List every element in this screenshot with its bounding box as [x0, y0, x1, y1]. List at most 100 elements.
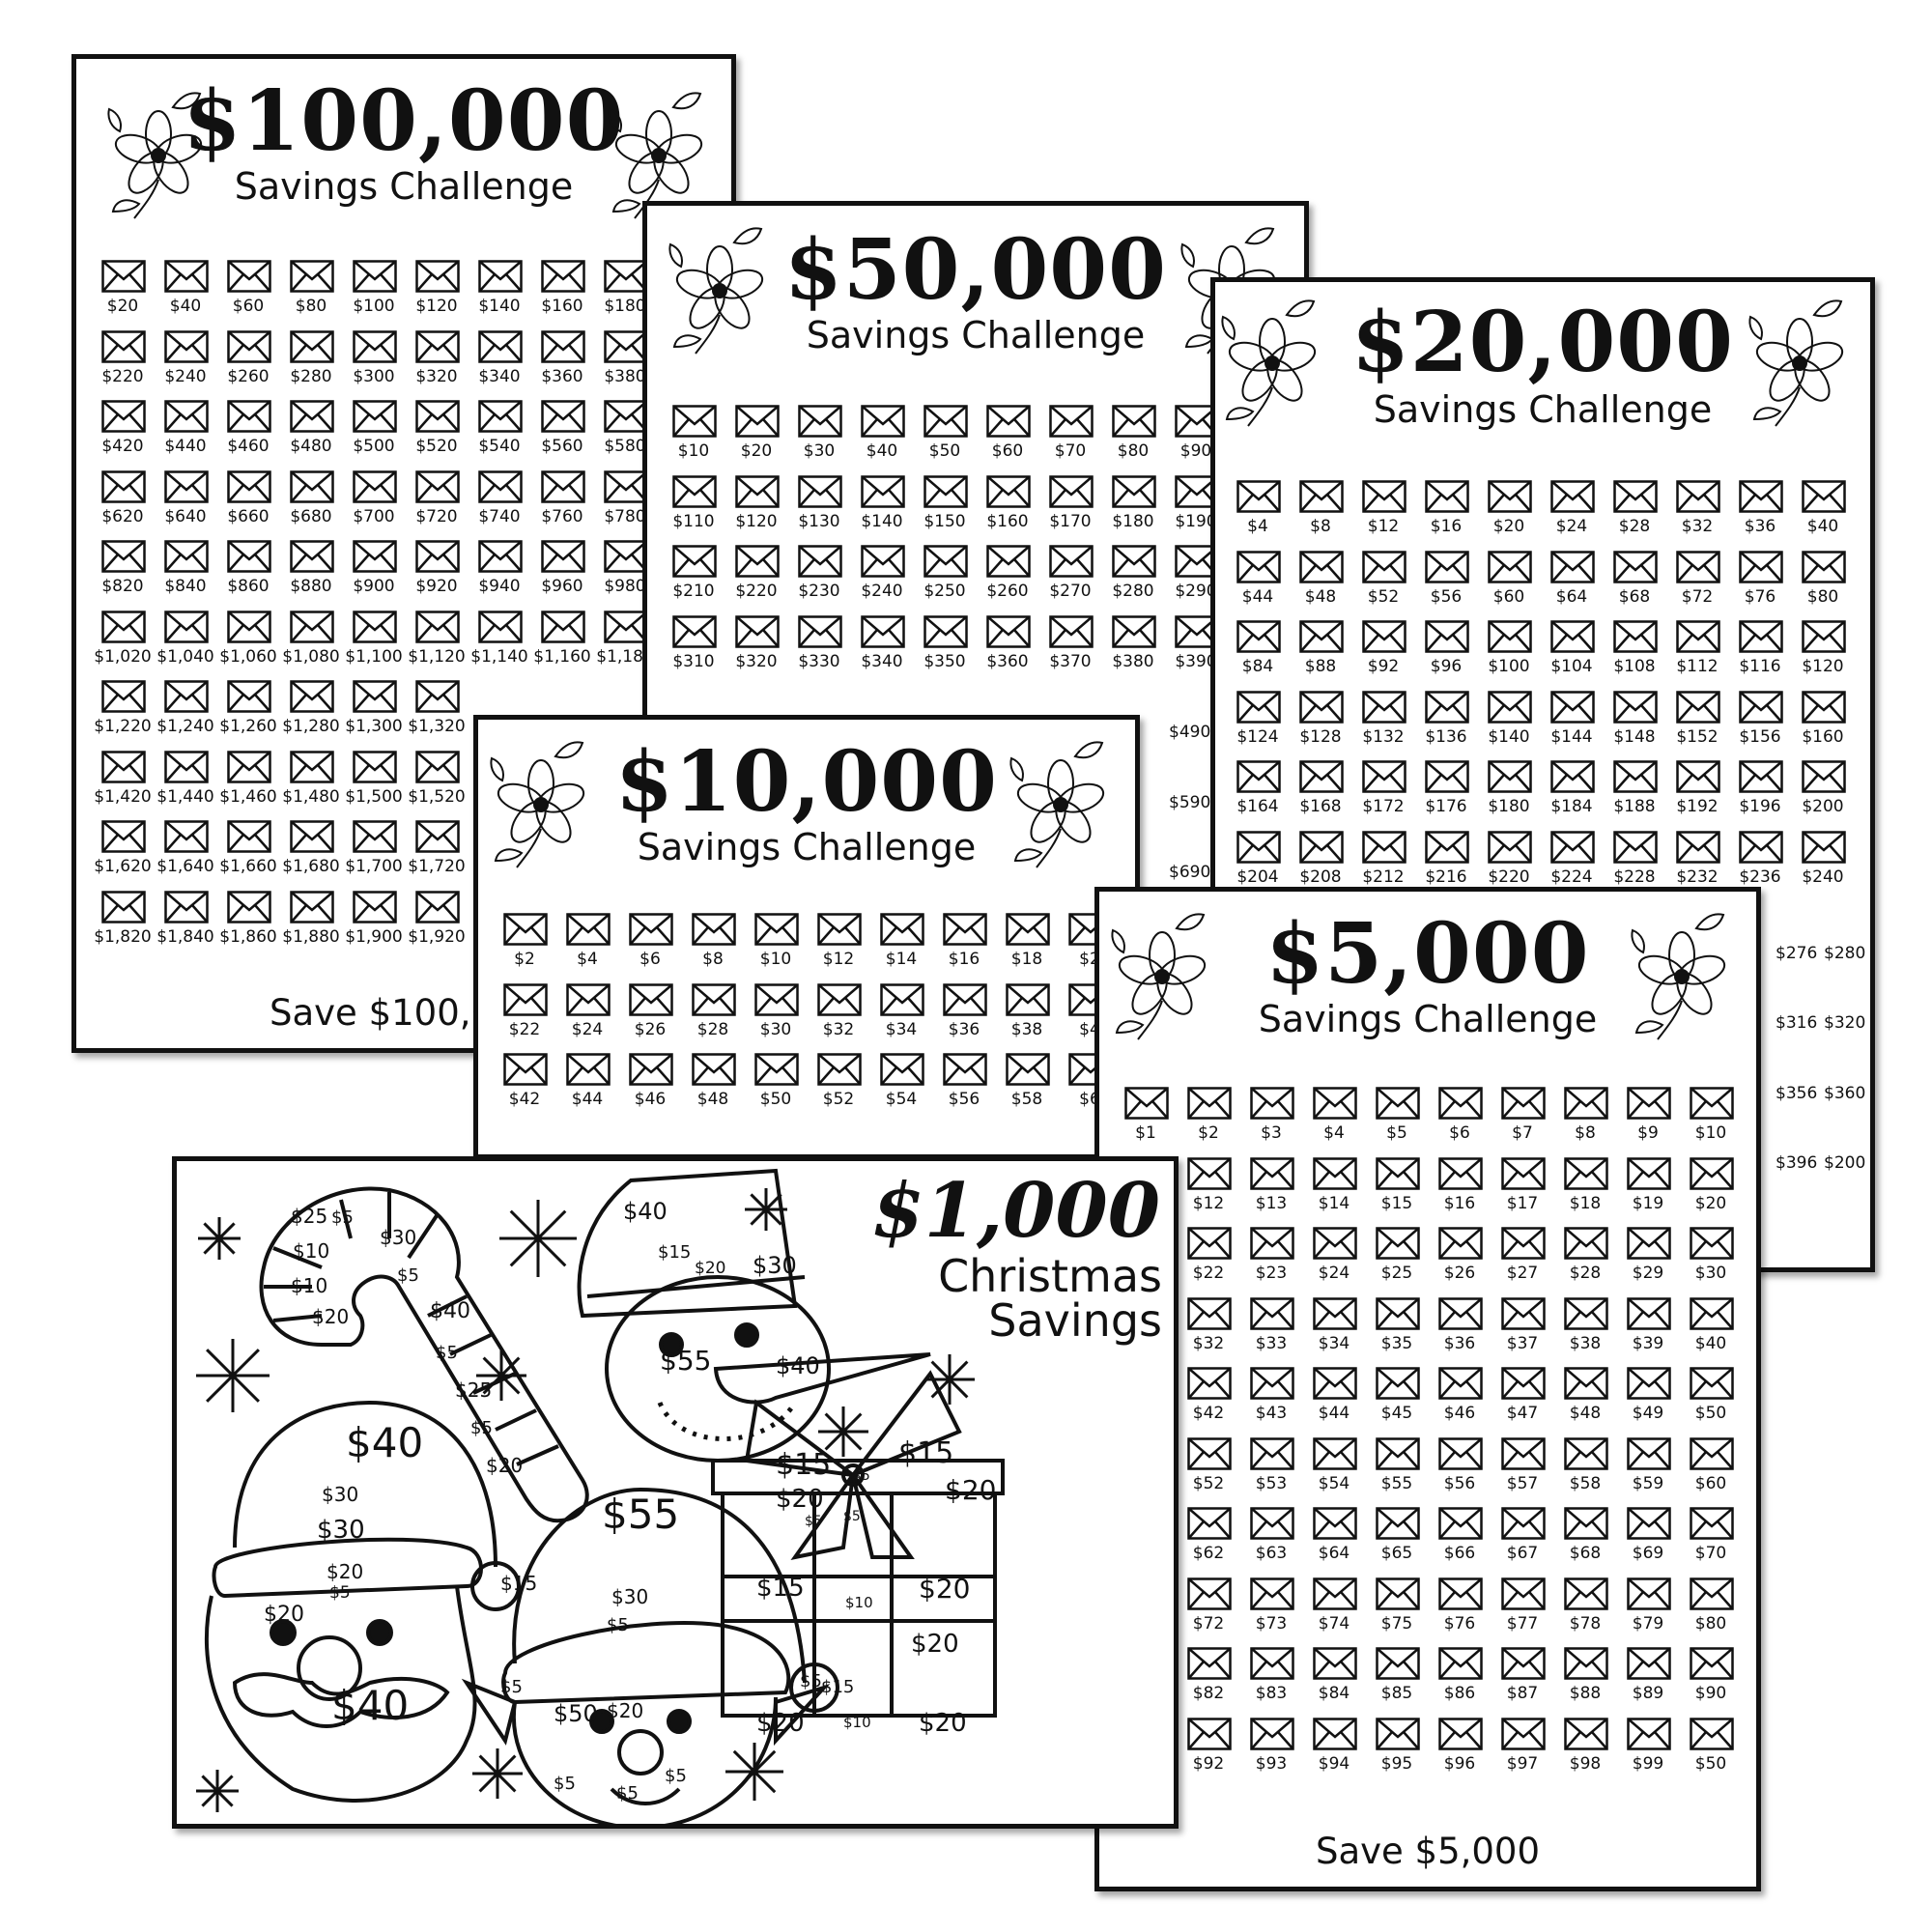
envelope-cell[interactable]: $360 — [533, 329, 591, 392]
envelope-cell[interactable]: $19 — [1619, 1156, 1677, 1219]
envelope-cell[interactable]: $100 — [345, 260, 403, 322]
envelope-cell[interactable]: $72 — [1179, 1577, 1237, 1639]
envelope-cell[interactable]: $48 — [1556, 1367, 1614, 1429]
envelope-cell[interactable]: $92 — [1354, 620, 1412, 682]
envelope-cell[interactable]: $78 — [1556, 1577, 1614, 1639]
envelope-cell[interactable]: $370 — [1041, 614, 1099, 677]
envelope-cell[interactable]: $89 — [1619, 1647, 1677, 1709]
envelope-cell[interactable]: $76 — [1731, 550, 1789, 612]
envelope-cell[interactable]: $35 — [1368, 1296, 1426, 1359]
envelope-cell[interactable]: $1,160 — [533, 610, 591, 672]
envelope-cell[interactable]: $8 — [684, 913, 742, 975]
envelope-cell[interactable]: $94 — [1305, 1717, 1363, 1779]
envelope-cell[interactable]: $98 — [1556, 1717, 1614, 1779]
envelope-cell[interactable]: $1,040 — [156, 610, 214, 672]
envelope-cell[interactable]: $900 — [345, 540, 403, 602]
envelope-cell[interactable]: $110 — [665, 474, 723, 537]
envelope-cell[interactable]: $188 — [1605, 760, 1663, 822]
envelope-cell[interactable]: $48 — [684, 1053, 742, 1115]
envelope-cell[interactable]: $6 — [1431, 1087, 1489, 1149]
envelope-cell[interactable]: $720 — [408, 469, 466, 532]
envelope-cell[interactable]: $320 — [408, 329, 466, 392]
envelope-cell[interactable]: $23 — [1242, 1227, 1300, 1289]
envelope-cell[interactable]: $228 — [1605, 830, 1663, 893]
envelope-cell[interactable]: $460 — [219, 400, 277, 462]
envelope-cell[interactable]: $84 — [1229, 620, 1287, 682]
envelope-cell[interactable]: $220 — [94, 329, 152, 392]
envelope-cell[interactable]: $68 — [1605, 550, 1663, 612]
envelope-cell[interactable]: $12 — [1179, 1156, 1237, 1219]
envelope-cell[interactable]: $220 — [1480, 830, 1538, 893]
envelope-cell[interactable]: $1,720 — [408, 820, 466, 882]
envelope-cell[interactable]: $60 — [219, 260, 277, 322]
envelope-cell[interactable]: $740 — [470, 469, 528, 532]
envelope-cell[interactable]: $700 — [345, 469, 403, 532]
envelope-cell[interactable]: $24 — [558, 982, 616, 1045]
envelope-cell[interactable]: $192 — [1668, 760, 1726, 822]
envelope-cell[interactable]: $640 — [156, 469, 214, 532]
envelope-cell[interactable]: $360 — [979, 614, 1037, 677]
envelope-cell[interactable]: $64 — [1305, 1507, 1363, 1569]
envelope-cell[interactable]: $80 — [282, 260, 340, 322]
envelope-cell[interactable]: $38 — [998, 982, 1056, 1045]
envelope-cell[interactable]: $168 — [1292, 760, 1350, 822]
envelope-cell[interactable]: $62 — [1179, 1507, 1237, 1569]
envelope-cell[interactable]: $680 — [282, 469, 340, 532]
envelope-cell[interactable]: $15 — [1368, 1156, 1426, 1219]
envelope-cell[interactable]: $136 — [1417, 690, 1475, 753]
envelope-cell[interactable]: $29 — [1619, 1227, 1677, 1289]
envelope-cell[interactable]: $66 — [1431, 1507, 1489, 1569]
envelope-cell[interactable]: $27 — [1493, 1227, 1551, 1289]
envelope-cell[interactable]: $55 — [1368, 1436, 1426, 1499]
envelope-cell[interactable]: $1,820 — [94, 890, 152, 952]
envelope-cell[interactable]: $49 — [1619, 1367, 1677, 1429]
envelope-cell[interactable]: $58 — [998, 1053, 1056, 1115]
envelope-cell[interactable]: $140 — [853, 474, 911, 537]
envelope-cell[interactable]: $150 — [916, 474, 974, 537]
envelope-cell[interactable]: $4 — [1229, 480, 1287, 542]
envelope-cell[interactable]: $33 — [1242, 1296, 1300, 1359]
envelope-cell[interactable]: $440 — [156, 400, 214, 462]
envelope-cell[interactable]: $30 — [747, 982, 805, 1045]
envelope-cell[interactable]: $14 — [872, 913, 930, 975]
envelope-cell[interactable]: $1,320 — [408, 680, 466, 742]
envelope-cell[interactable]: $1,220 — [94, 680, 152, 742]
envelope-cell[interactable]: $1,840 — [156, 890, 214, 952]
envelope-cell[interactable]: $380 — [596, 329, 654, 392]
envelope-cell[interactable]: $24 — [1305, 1227, 1363, 1289]
envelope-cell[interactable]: $144 — [1543, 690, 1601, 753]
envelope-cell[interactable]: $1,080 — [282, 610, 340, 672]
envelope-cell[interactable]: $330 — [790, 614, 848, 677]
envelope-cell[interactable]: $53 — [1242, 1436, 1300, 1499]
envelope-cell[interactable]: $96 — [1431, 1717, 1489, 1779]
envelope-cell[interactable]: $6 — [621, 913, 679, 975]
envelope-cell[interactable]: $28 — [684, 982, 742, 1045]
envelope-cell[interactable]: $58 — [1556, 1436, 1614, 1499]
envelope-cell[interactable]: $60 — [979, 405, 1037, 467]
envelope-cell[interactable]: $80 — [1104, 405, 1162, 467]
envelope-cell[interactable]: $68 — [1556, 1507, 1614, 1569]
envelope-cell[interactable]: $10 — [665, 405, 723, 467]
envelope-cell[interactable]: $18 — [1556, 1156, 1614, 1219]
envelope-cell[interactable]: $8 — [1556, 1087, 1614, 1149]
envelope-cell[interactable]: $86 — [1431, 1647, 1489, 1709]
envelope-cell[interactable]: $1,920 — [408, 890, 466, 952]
envelope-cell[interactable]: $38 — [1556, 1296, 1614, 1359]
envelope-cell[interactable]: $760 — [533, 469, 591, 532]
envelope-cell[interactable]: $1,280 — [282, 680, 340, 742]
envelope-cell[interactable]: $172 — [1354, 760, 1412, 822]
envelope-cell[interactable]: $180 — [1104, 474, 1162, 537]
envelope-cell[interactable]: $52 — [1179, 1436, 1237, 1499]
envelope-cell[interactable]: $56 — [935, 1053, 993, 1115]
envelope-cell[interactable]: $26 — [1431, 1227, 1489, 1289]
envelope-cell[interactable]: $500 — [345, 400, 403, 462]
envelope-cell[interactable]: $280 — [282, 329, 340, 392]
envelope-cell[interactable]: $120 — [408, 260, 466, 322]
envelope-cell[interactable]: $18 — [998, 913, 1056, 975]
envelope-cell[interactable]: $1,680 — [282, 820, 340, 882]
envelope-cell[interactable]: $36 — [935, 982, 993, 1045]
envelope-cell[interactable]: $44 — [1305, 1367, 1363, 1429]
envelope-cell[interactable]: $50 — [1682, 1367, 1740, 1429]
envelope-cell[interactable]: $160 — [1794, 690, 1852, 753]
envelope-cell[interactable]: $76 — [1431, 1577, 1489, 1639]
